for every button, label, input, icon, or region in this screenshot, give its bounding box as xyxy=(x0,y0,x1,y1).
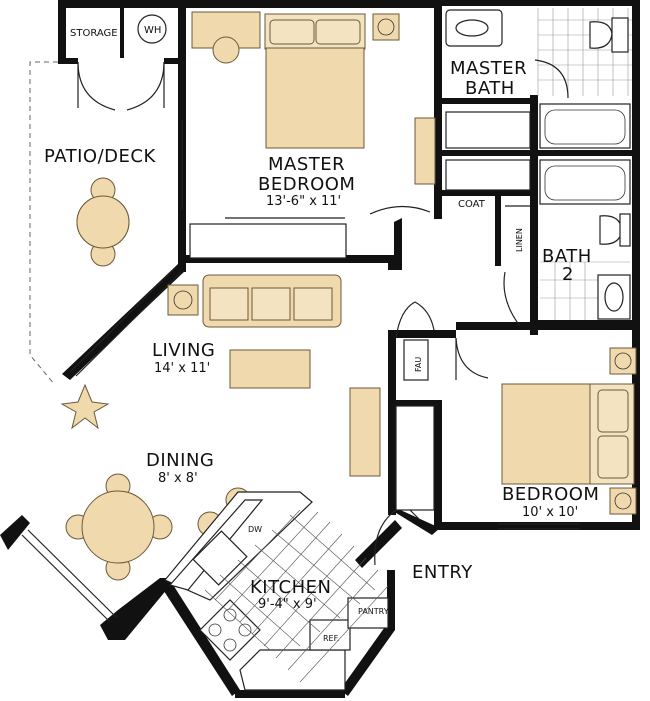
stove xyxy=(199,599,261,661)
patio-furniture xyxy=(76,177,130,267)
storage-door-swing xyxy=(77,61,116,111)
master-closet xyxy=(189,223,347,259)
bath2-label-2: 2 xyxy=(562,264,574,285)
bedroom-label: BEDROOM xyxy=(502,484,599,505)
kitchen-sink xyxy=(192,530,248,586)
toilet xyxy=(589,21,613,49)
master-bedroom-label-1: MASTER xyxy=(268,154,345,175)
dining-table xyxy=(81,490,155,564)
bath-closet xyxy=(445,111,531,149)
entry-label: ENTRY xyxy=(412,562,473,583)
wh-label: WH xyxy=(144,25,161,36)
dresser xyxy=(414,117,436,185)
patio-label: PATIO/DECK xyxy=(44,146,156,167)
kitchen-fixtures xyxy=(164,491,421,691)
fau-unit xyxy=(403,339,429,381)
pantry-label: PANTRY xyxy=(358,607,389,616)
storage-room xyxy=(77,14,167,111)
master-bedroom-furniture xyxy=(181,11,436,259)
master-bed xyxy=(265,47,365,149)
living-furniture xyxy=(60,274,381,477)
nightstand xyxy=(372,13,400,41)
bedroom-nightstand xyxy=(609,347,637,375)
bedroom-bed xyxy=(501,383,603,485)
sliding-door-living xyxy=(69,267,182,377)
master-bedroom-label-2: BEDROOM xyxy=(258,174,355,195)
pantry xyxy=(347,597,389,629)
living-size: 14' x 11' xyxy=(154,361,210,376)
window-dining xyxy=(21,529,117,623)
dining-size: 8' x 8' xyxy=(158,471,198,486)
bath2-tub xyxy=(539,159,631,205)
plant xyxy=(60,383,110,430)
dining-label: DINING xyxy=(146,450,214,471)
master-bedroom-size: 13'-6" x 11' xyxy=(266,194,341,209)
storage-label: STORAGE xyxy=(70,28,118,39)
coffee-table xyxy=(229,349,311,389)
end-table xyxy=(167,284,199,316)
bathtub xyxy=(539,103,631,149)
linen-label: LINEN xyxy=(515,228,524,252)
kitchen-label: KITCHEN xyxy=(250,577,332,598)
ref-label: REF. xyxy=(323,634,339,643)
coat-label: COAT xyxy=(458,199,486,210)
patio-outline xyxy=(29,61,58,386)
window-bedroom xyxy=(498,523,580,530)
master-bath-fixtures xyxy=(445,8,632,191)
bath2-label-1: BATH xyxy=(542,246,592,267)
kitchen-size: 9'-4" x 9' xyxy=(258,597,317,612)
master-bath-label-2: BATH xyxy=(465,78,515,99)
master-bath-label-1: MASTER xyxy=(450,58,527,79)
living-label: LIVING xyxy=(152,340,215,361)
bedroom-size: 10' x 10' xyxy=(522,505,578,520)
fau-label: FAU xyxy=(414,357,423,372)
dw-label: DW xyxy=(248,525,262,534)
bedroom-closet xyxy=(395,405,435,511)
water-heater xyxy=(137,14,167,44)
bedroom-furniture xyxy=(395,301,637,515)
bath2-fixtures xyxy=(503,159,631,327)
dining-furniture xyxy=(65,473,251,581)
tv-console xyxy=(349,387,381,477)
